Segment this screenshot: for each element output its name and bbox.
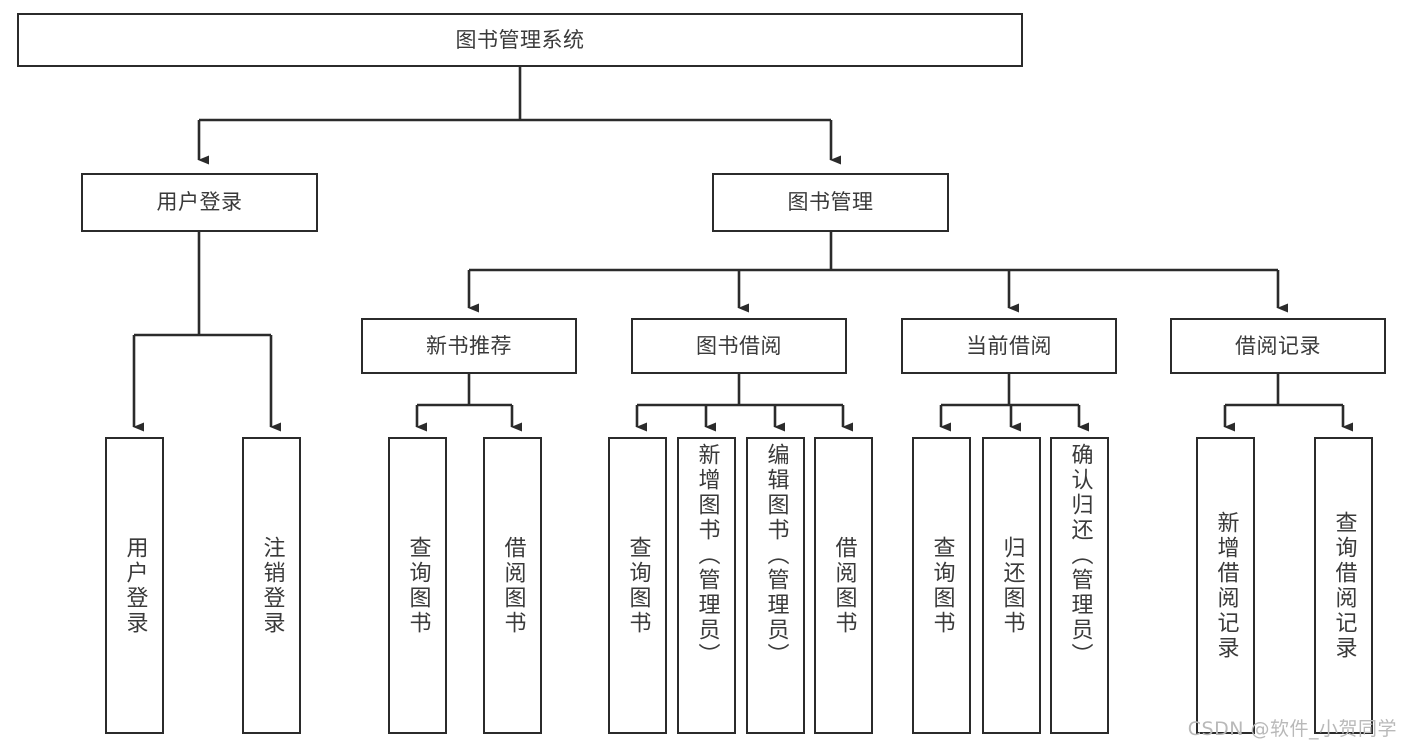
node-borrow-record-label: 借阅记录: [1235, 333, 1321, 358]
node-leaf-add-book-label: 新增图书（管理员）: [694, 443, 720, 668]
node-current-borrow-label: 当前借阅: [966, 333, 1052, 358]
node-leaf-return-book[interactable]: 归还图书: [982, 437, 1041, 734]
node-leaf-user-login-label: 用户登录: [122, 535, 148, 636]
node-new-book-rec[interactable]: 新书推荐: [361, 318, 577, 374]
csdn-watermark: CSDN @软件_小贺同学: [1187, 718, 1397, 740]
node-leaf-query-record-label: 查询借阅记录: [1331, 510, 1357, 661]
node-leaf-query-book-1-label: 查询图书: [405, 535, 431, 636]
node-leaf-query-book-3[interactable]: 查询图书: [912, 437, 971, 734]
node-leaf-query-book-3-label: 查询图书: [929, 535, 955, 636]
node-leaf-add-record-label: 新增借阅记录: [1213, 510, 1239, 661]
node-leaf-edit-book-label: 编辑图书（管理员）: [763, 443, 789, 668]
node-leaf-borrow-book-2[interactable]: 借阅图书: [814, 437, 873, 734]
node-leaf-borrow-book-1-label: 借阅图书: [500, 535, 526, 636]
node-leaf-borrow-book-2-label: 借阅图书: [831, 535, 857, 636]
node-borrow-record[interactable]: 借阅记录: [1170, 318, 1386, 374]
node-new-book-rec-label: 新书推荐: [426, 333, 512, 358]
node-leaf-confirm-return-label: 确认归还（管理员）: [1067, 443, 1093, 668]
node-user-login[interactable]: 用户登录: [81, 173, 318, 232]
node-book-borrow-label: 图书借阅: [696, 333, 782, 358]
node-leaf-add-book[interactable]: 新增图书（管理员）: [677, 437, 736, 734]
node-leaf-logout-label: 注销登录: [259, 535, 285, 636]
node-leaf-confirm-return[interactable]: 确认归还（管理员）: [1050, 437, 1109, 734]
node-leaf-user-login[interactable]: 用户登录: [105, 437, 164, 734]
node-leaf-query-record[interactable]: 查询借阅记录: [1314, 437, 1373, 734]
node-book-manage-label: 图书管理: [787, 190, 874, 215]
node-user-login-label: 用户登录: [156, 190, 243, 215]
node-book-manage[interactable]: 图书管理: [712, 173, 949, 232]
node-leaf-return-book-label: 归还图书: [999, 535, 1025, 636]
node-leaf-query-book-2[interactable]: 查询图书: [608, 437, 667, 734]
node-root[interactable]: 图书管理系统: [17, 13, 1023, 67]
node-root-label: 图书管理系统: [455, 27, 585, 52]
node-current-borrow[interactable]: 当前借阅: [901, 318, 1117, 374]
node-leaf-add-record[interactable]: 新增借阅记录: [1196, 437, 1255, 734]
node-leaf-edit-book[interactable]: 编辑图书（管理员）: [746, 437, 805, 734]
node-leaf-borrow-book-1[interactable]: 借阅图书: [483, 437, 542, 734]
node-leaf-logout[interactable]: 注销登录: [242, 437, 301, 734]
node-leaf-query-book-1[interactable]: 查询图书: [388, 437, 447, 734]
node-leaf-query-book-2-label: 查询图书: [625, 535, 651, 636]
node-book-borrow[interactable]: 图书借阅: [631, 318, 847, 374]
